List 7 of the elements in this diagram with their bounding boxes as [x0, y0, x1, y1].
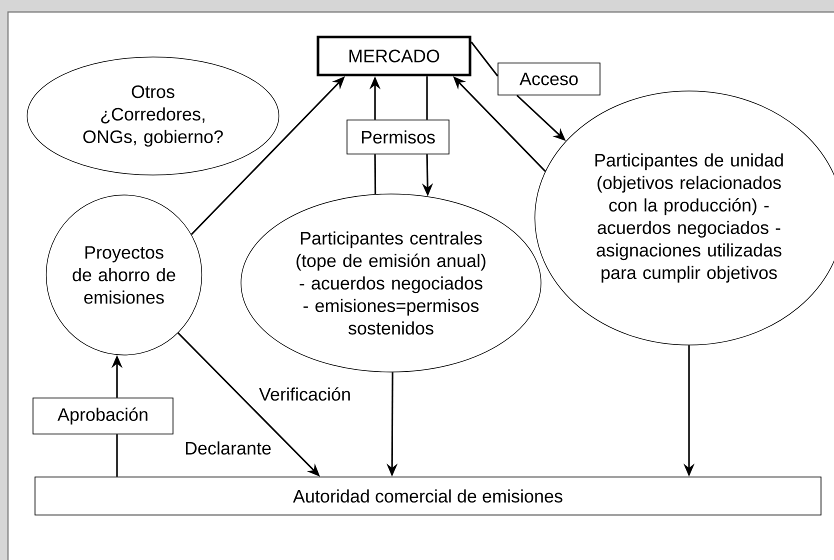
edge-label: Verificación: [258, 386, 352, 402]
permit-box: Permisos: [346, 120, 450, 154]
flow-label: Declarante: [186, 441, 271, 455]
authority-box: Autoridad comercial de emisiones: [34, 476, 822, 516]
access-box: Acceso: [498, 62, 600, 96]
market-box: MERCADO: [316, 36, 472, 76]
approval-box: Aprobación: [32, 398, 174, 434]
